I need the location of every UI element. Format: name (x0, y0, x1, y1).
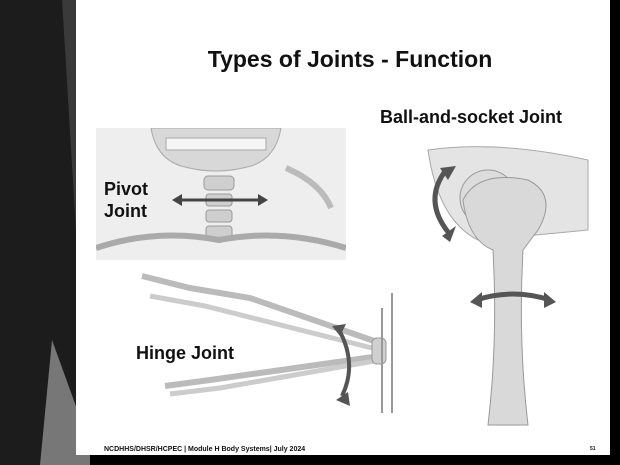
slide-footer: NCDHHS/DHSR/HCPEC | Module H Body System… (104, 446, 305, 453)
page-number: 51 (590, 446, 596, 452)
slide-title: Types of Joints - Function (100, 46, 600, 73)
pivot-label-line2: Joint (104, 200, 148, 222)
ball-socket-label: Ball-and-socket Joint (380, 107, 562, 128)
pivot-joint-label: Pivot Joint (104, 178, 148, 222)
hinge-joint-label: Hinge Joint (136, 343, 234, 364)
pivot-label-line1: Pivot (104, 178, 148, 200)
ball-socket-joint-image (418, 140, 593, 430)
